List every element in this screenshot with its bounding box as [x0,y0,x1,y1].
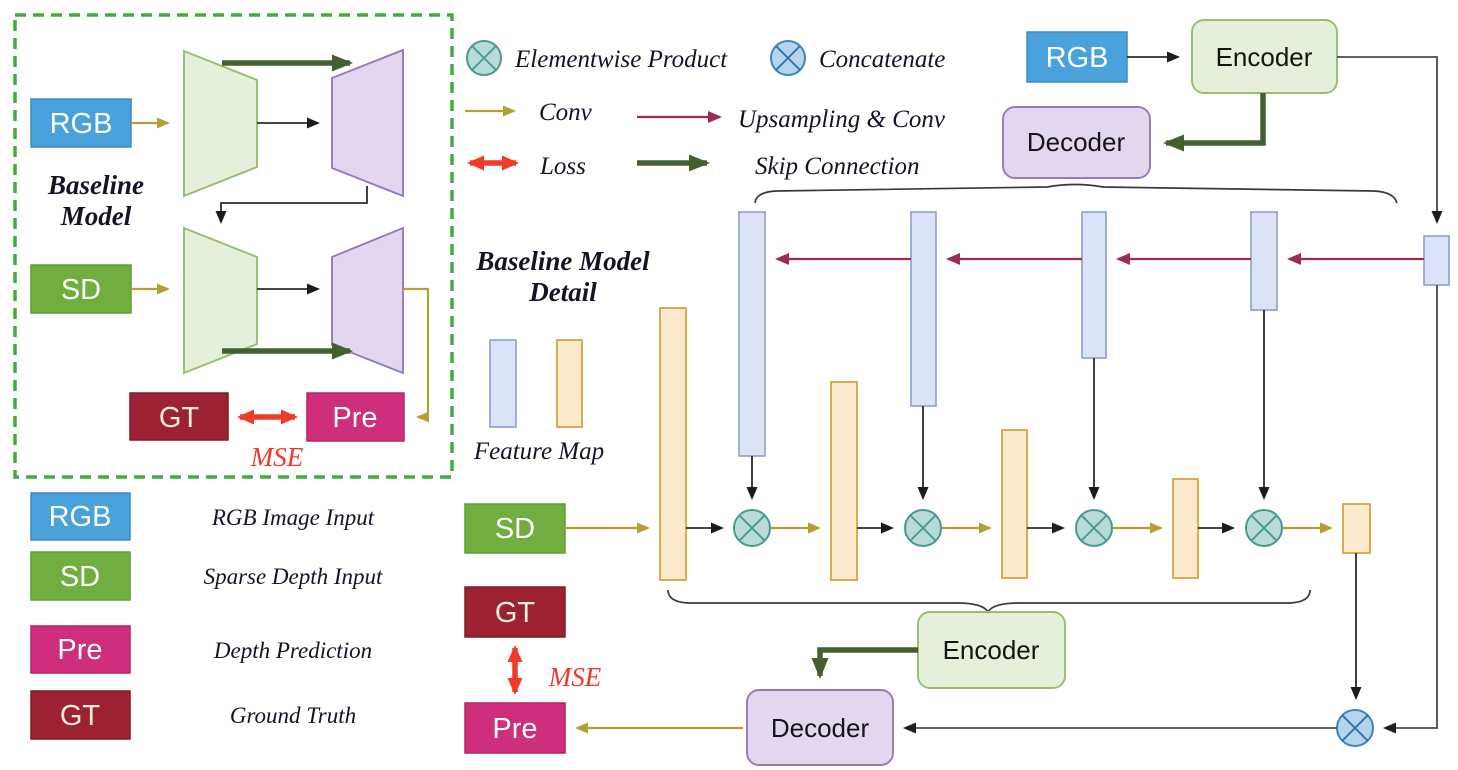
encoder-to-decoder-skip-arrow-bottom [811,647,918,679]
rgb-feature-map-5 [1423,235,1450,286]
sd-feature-map-1 [659,307,687,581]
detail-sd-label: SD [495,513,535,545]
sd-feature-map-2 [830,381,858,581]
rgb-input-label: RGB [50,108,113,140]
elementwise-product-node-1 [733,509,771,547]
detail-gt-box [464,586,566,638]
key-group: RGB RGB Image Input SD Sparse Depth Inpu… [30,492,383,740]
baseline-model-group: Baseline Model RGB SD GT Pre MSE [13,13,454,479]
key-rgb-box [30,492,131,541]
decoder-to-encoder-connector [215,186,368,224]
decoder-to-pre-connector [403,287,430,423]
key-rgb-desc: RGB Image Input [211,505,375,530]
detail-gt-label: GT [495,597,536,629]
detail-output-group: Encoder Decoder GT Pre MSE [464,285,1438,766]
feature-map-label: Feature Map [473,438,604,465]
decoder-trapezoid-sd [331,226,404,375]
rgb-input-box [30,98,132,148]
detail-encoder-bottom-label: Encoder [943,635,1040,665]
key-pre-label: Pre [57,634,102,666]
detail-mse-label: MSE [548,662,602,692]
elementwise-product-node-2 [904,509,942,547]
right-edge-to-concat-connector [1383,285,1438,734]
feature-map-columns [659,211,1450,581]
sd-feature-maps-brace [667,589,1311,614]
detail-pre-label: Pre [492,713,537,745]
rgb-feature-map-1 [738,211,766,457]
feature-map-blue-sample [489,339,517,428]
legend-conv-label: Conv [539,99,593,126]
gt-label: GT [159,402,200,434]
key-sd-box [30,551,131,601]
key-gt-desc: Ground Truth [230,703,356,728]
detail-title-group: Baseline Model Detail Feature Map [473,246,650,465]
key-gt-box [30,690,131,740]
detail-decoder-bottom-box [746,689,894,766]
detail-title-line1: Baseline Model [475,246,650,276]
legend-upsampling-label: Upsampling & Conv [738,106,946,133]
feature-map-orange-sample [556,339,583,428]
detail-decoder-bottom-label: Decoder [771,713,870,743]
key-sd-desc: Sparse Depth Input [204,564,383,589]
pre-label: Pre [332,402,377,434]
encoder-trapezoid-sd [183,226,258,375]
concatenate-node [1336,709,1374,747]
encoder-trapezoid-rgb [183,49,258,198]
legend-concatenate-label: Concatenate [819,46,945,73]
legend-group: Elementwise Product Concatenate Conv Ups… [465,40,946,180]
sd-input-label: SD [61,274,101,306]
rgb-feature-map-4 [1250,211,1278,311]
detail-encoder-top-label: Encoder [1216,42,1313,72]
elementwise-product-icon-x [471,45,497,71]
baseline-title-line2: Model [60,201,132,231]
sd-input-box [30,264,132,314]
legend-skip-label: Skip Connection [755,153,920,180]
detail-rgb-branch: RGB Encoder Decoder [754,19,1443,224]
mse-label: MSE [250,442,304,472]
detail-decoder-top-label: Decoder [1027,127,1126,157]
baseline-dashed-border [13,13,454,479]
detail-pre-box [464,702,566,754]
rgb-feature-map-3 [1081,211,1107,359]
detail-rgb-label: RGB [1046,42,1109,74]
key-pre-box [30,625,131,674]
detail-sd-box [464,503,566,554]
key-gt-label: GT [60,700,101,732]
gt-box [129,392,229,441]
key-sd-label: SD [60,561,100,593]
decoder-feature-maps-brace [754,183,1398,204]
concatenate-icon-x [775,45,801,71]
decoder-trapezoid-rgb [331,48,404,198]
sd-feature-map-4 [1172,478,1199,579]
legend-elementwise-label: Elementwise Product [514,46,728,73]
detail-rgb-box [1026,31,1128,83]
sd-chain-group: SD [464,503,1333,554]
rgb-feature-map-2 [910,211,937,407]
pre-box [306,392,405,442]
key-pre-desc: Depth Prediction [213,638,372,663]
sd-feature-map-3 [1001,429,1028,579]
elementwise-product-node-3 [1075,509,1113,547]
key-rgb-label: RGB [49,501,112,533]
legend-loss-label: Loss [539,153,586,180]
detail-decoder-top-box [1002,106,1151,179]
sd-feature-map-5 [1342,503,1371,554]
detail-title-line2: Detail [528,277,597,307]
encoder-to-right-edge-connector [1337,56,1443,224]
encoder-to-decoder-skip-arrow-top [1163,93,1266,152]
elementwise-product-node-4 [1245,509,1283,547]
baseline-title-line1: Baseline [47,170,144,200]
